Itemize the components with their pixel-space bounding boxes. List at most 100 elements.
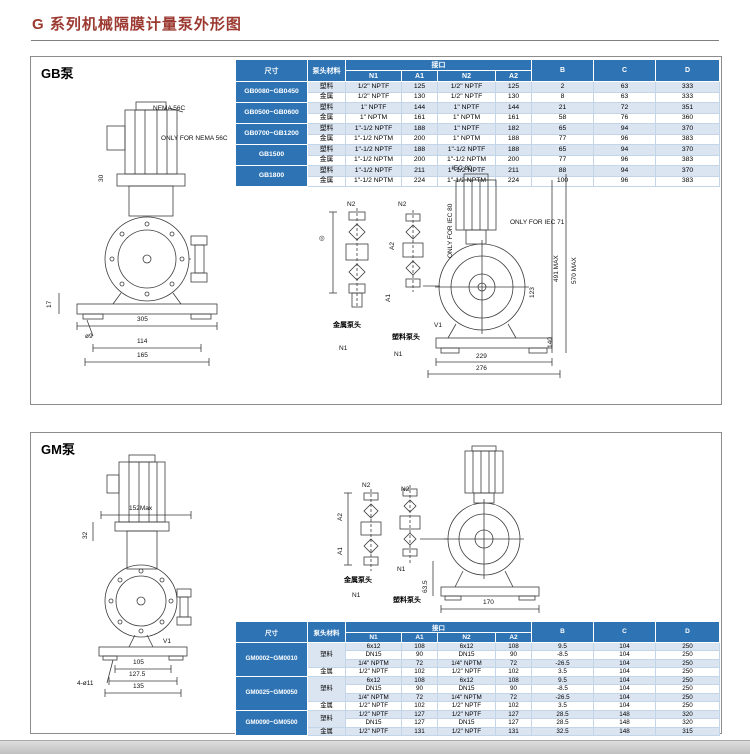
cell-n2: 1"-1/2 NPTF [437,144,496,156]
column-header: A2 [495,632,532,643]
cell-b: 28.5 [531,718,594,728]
cell-n2: 1" NPTM [437,112,496,124]
cell-c: 76 [593,112,656,124]
cell-c: 104 [593,641,656,651]
port-n1: N1 [352,592,361,599]
cell-c: 104 [593,658,656,668]
cell-c: 72 [593,102,656,114]
page-footer-bar [0,740,750,754]
column-header: C [593,59,656,82]
size-range-cell: GM0002~GM0010 [235,641,308,677]
cell-n2: 1/2" NPTF [437,709,496,719]
cell-d: 315 [655,726,720,736]
cell-a2: 182 [495,123,532,135]
cell-n1: 1/4" NPTM [345,692,402,702]
column-header: B [531,621,594,643]
cell-d: 250 [655,692,720,702]
cell-b: -26.5 [531,692,594,702]
dim-123: 123 [529,287,536,298]
cell-n2: 1" NPTF [437,123,496,135]
cell-n1: 1" NPTF [345,102,402,114]
dim-165: 165 [137,352,148,359]
cell-a2: 72 [495,658,532,668]
cell-c: 104 [593,692,656,702]
port-n1: N1 [397,566,406,573]
cell-a1: 161 [401,112,438,124]
cell-d: 250 [655,650,720,660]
cell-b: 32.5 [531,726,594,736]
cell-a2: 161 [495,112,532,124]
column-header: A1 [401,632,438,643]
size-range-cell: GM0090~GM0500 [235,709,308,736]
cell-n2: 6x12 [437,641,496,651]
dim-dia-9: ø9 [85,333,93,340]
cell-a1: 188 [401,144,438,156]
cell-d: 250 [655,684,720,694]
cell-a1: 131 [401,726,438,736]
port-v1: V1 [163,638,171,645]
material-cell: 塑料 [307,641,346,668]
cell-n1: 1/2" NPTF [345,91,402,103]
material-cell: 金属 [307,701,346,711]
cell-n1: 6x12 [345,641,402,651]
cell-n2: 1/4" NPTM [437,692,496,702]
dim-32: 32 [82,531,89,539]
gm-pump-section: GM泵 [30,432,722,736]
dim-105: 105 [133,659,144,666]
cell-n2: 1/2" NPTF [437,91,496,103]
cell-n2: 6x12 [437,675,496,685]
cell-c: 104 [593,684,656,694]
cell-a2: 127 [495,718,532,728]
cell-a2: 102 [495,701,532,711]
cell-n1: 1/2" NPTF [345,667,402,677]
cell-n2: 1/2" NPTF [437,667,496,677]
cell-d: 383 [655,154,720,166]
cell-n1: 1/2" NPTF [345,81,402,93]
cell-c: 63 [593,81,656,93]
cell-b: 3.5 [531,701,594,711]
cell-b: 65 [531,123,594,135]
cell-n2: DN15 [437,650,496,660]
cell-d: 370 [655,144,720,156]
cell-a1: 90 [401,684,438,694]
column-header: D [655,621,720,643]
material-cell: 金属 [307,133,346,145]
column-header: 接口 [345,59,532,71]
cell-b: -8.5 [531,684,594,694]
size-range-cell: GM0025~GM0050 [235,675,308,711]
cell-n1: DN15 [345,684,402,694]
cell-a2: 72 [495,692,532,702]
cell-n1: 1"-1/2 NPTM [345,154,402,166]
cell-a1: 102 [401,667,438,677]
column-header: 泵头材料 [307,621,346,643]
cell-c: 148 [593,726,656,736]
material-cell: 塑料 [307,144,346,156]
cell-b: -26.5 [531,658,594,668]
cell-n1: DN15 [345,650,402,660]
cell-a2: 90 [495,650,532,660]
cell-a1: 102 [401,701,438,711]
cell-c: 104 [593,667,656,677]
cell-d: 333 [655,91,720,103]
cell-a1: 130 [401,91,438,103]
dim-491-max: 491 MAX [553,255,560,282]
pump-outline-art [58,101,218,366]
port-n2: N2 [398,201,407,208]
cell-n2: 1/4" NPTM [437,658,496,668]
dim-a1: A1 [385,294,392,302]
column-header: A2 [495,70,532,82]
cell-b: 21 [531,102,594,114]
cell-b: 2 [531,81,594,93]
cell-c: 94 [593,165,656,177]
cell-n1: DN15 [345,718,402,728]
